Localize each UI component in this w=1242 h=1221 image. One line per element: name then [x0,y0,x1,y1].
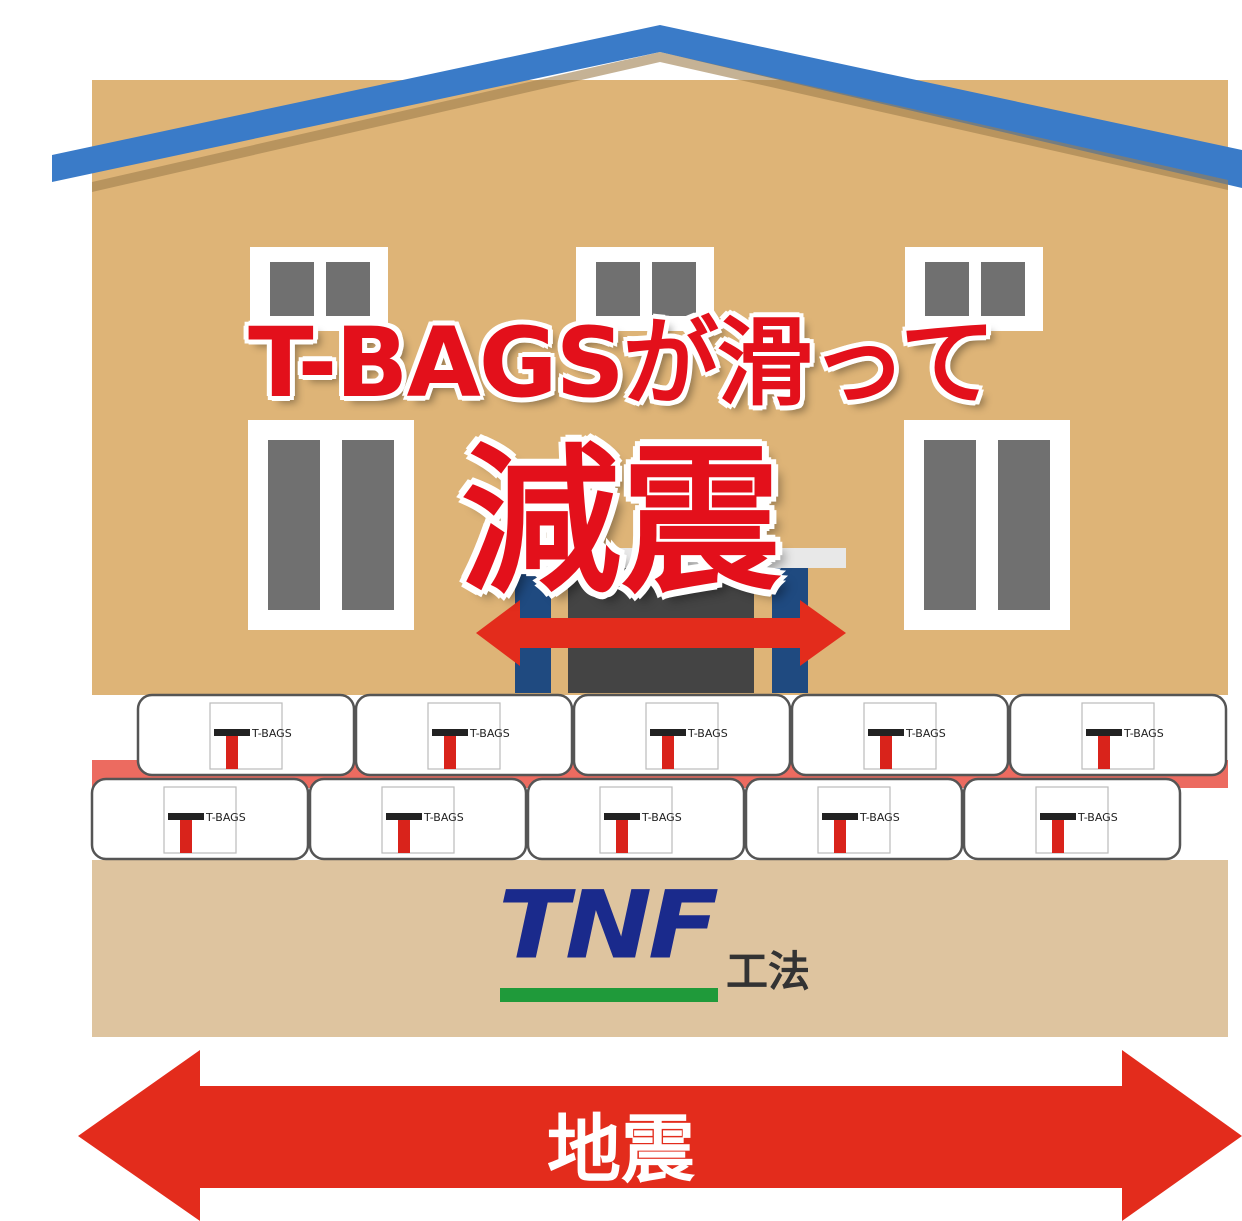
roof [52,25,1242,192]
window-lower-left [248,420,414,630]
sandbag-icon: T-BAGS [1008,693,1228,777]
headline-line2: 減震 [460,428,781,615]
sandbag-icon: T-BAGS [354,693,574,777]
bag-label: T-BAGS [205,811,246,824]
bag-label: T-BAGS [641,811,682,824]
sandbag-icon: T-BAGS [744,777,964,861]
sandbag-row-upper: T-BAGS T-BAGS T-BAGS T-BAGS T-BAGS [136,693,1228,777]
sandbag-icon: T-BAGS [962,777,1182,861]
ground [92,860,1228,1037]
sandbag-icon: T-BAGS [790,693,1010,777]
sandbag-icon: T-BAGS [526,777,746,861]
window-lower-right [904,420,1070,630]
window-upper-right [905,247,1043,331]
bag-label: T-BAGS [1123,727,1164,740]
tnf-brand-text: TNF [498,870,719,980]
bag-label: T-BAGS [1077,811,1118,824]
sandbag-icon: T-BAGS [90,777,310,861]
earthquake-label: 地震 [547,1107,695,1193]
bag-label: T-BAGS [469,727,510,740]
bag-label: T-BAGS [423,811,464,824]
window-upper-center [576,247,714,331]
tnf-logo: TNF 工法 [498,870,838,1010]
bag-label: T-BAGS [905,727,946,740]
headline-line1: T-BAGSが滑って [248,307,996,419]
slide-arrow-icon [476,600,846,666]
method-label: 工法 [726,947,811,996]
sandbag-icon: T-BAGS [136,693,356,777]
sandbag-icon: T-BAGS [572,693,792,777]
bag-label: T-BAGS [251,727,292,740]
window-upper-left [250,247,388,331]
tnf-underline [500,988,718,1002]
sandbag-row-lower: T-BAGS T-BAGS T-BAGS T-BAGS T-BAGS [90,777,1182,861]
earthquake-arrow-icon [78,1050,1242,1221]
bag-label: T-BAGS [687,727,728,740]
bag-label: T-BAGS [859,811,900,824]
sandbag-icon: T-BAGS [308,777,528,861]
